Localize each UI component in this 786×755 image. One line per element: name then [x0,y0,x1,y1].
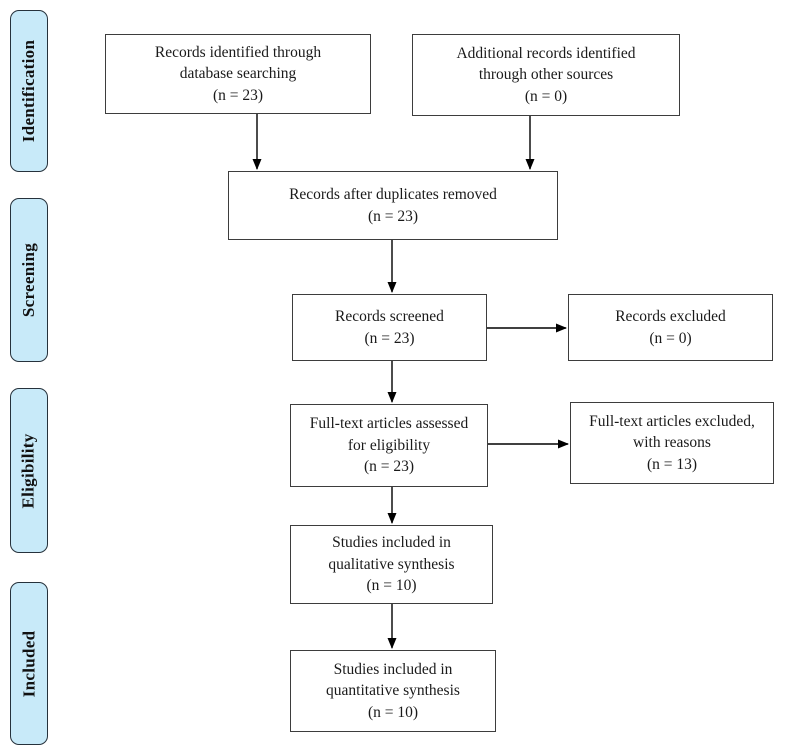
phase-label-identification-text: Identification [19,39,38,143]
flow-box-fulltext-excluded-text: Full-text articles excluded, with reason… [589,412,755,473]
phase-label-eligibility: Eligibility [10,388,48,553]
phase-label-eligibility-text: Eligibility [19,432,38,509]
flow-box-fulltext-excluded: Full-text articles excluded, with reason… [570,402,774,484]
flow-box-records-excluded: Records excluded (n = 0) [568,294,773,361]
flow-box-records-screened-text: Records screened (n = 23) [335,308,444,347]
phase-label-included-text: Included [19,630,38,697]
flow-box-qualitative-synthesis-text: Studies included in qualitative synthesi… [328,534,455,595]
flow-box-additional-records-text: Additional records identified through ot… [456,44,636,105]
flow-box-records-excluded-text: Records excluded (n = 0) [615,308,726,347]
flow-box-fulltext-assessed: Full-text articles assessed for eligibil… [290,404,488,487]
flow-box-quantitative-synthesis-text: Studies included in quantitative synthes… [326,660,460,721]
phase-label-screening: Screening [10,198,48,362]
flow-box-duplicates-removed: Records after duplicates removed (n = 23… [228,171,558,240]
flow-box-fulltext-assessed-text: Full-text articles assessed for eligibil… [309,415,469,476]
flow-box-records-identified: Records identified through database sear… [105,34,371,114]
phase-label-included: Included [10,582,48,745]
flow-box-quantitative-synthesis: Studies included in quantitative synthes… [290,650,496,732]
flow-box-additional-records: Additional records identified through ot… [412,34,680,116]
flow-box-records-identified-text: Records identified through database sear… [154,43,322,104]
phase-label-identification: Identification [10,10,48,172]
phase-label-screening-text: Screening [19,242,39,318]
flow-box-duplicates-removed-text: Records after duplicates removed (n = 23… [289,186,497,225]
flow-box-qualitative-synthesis: Studies included in qualitative synthesi… [290,525,493,604]
flow-box-records-screened: Records screened (n = 23) [292,294,487,361]
